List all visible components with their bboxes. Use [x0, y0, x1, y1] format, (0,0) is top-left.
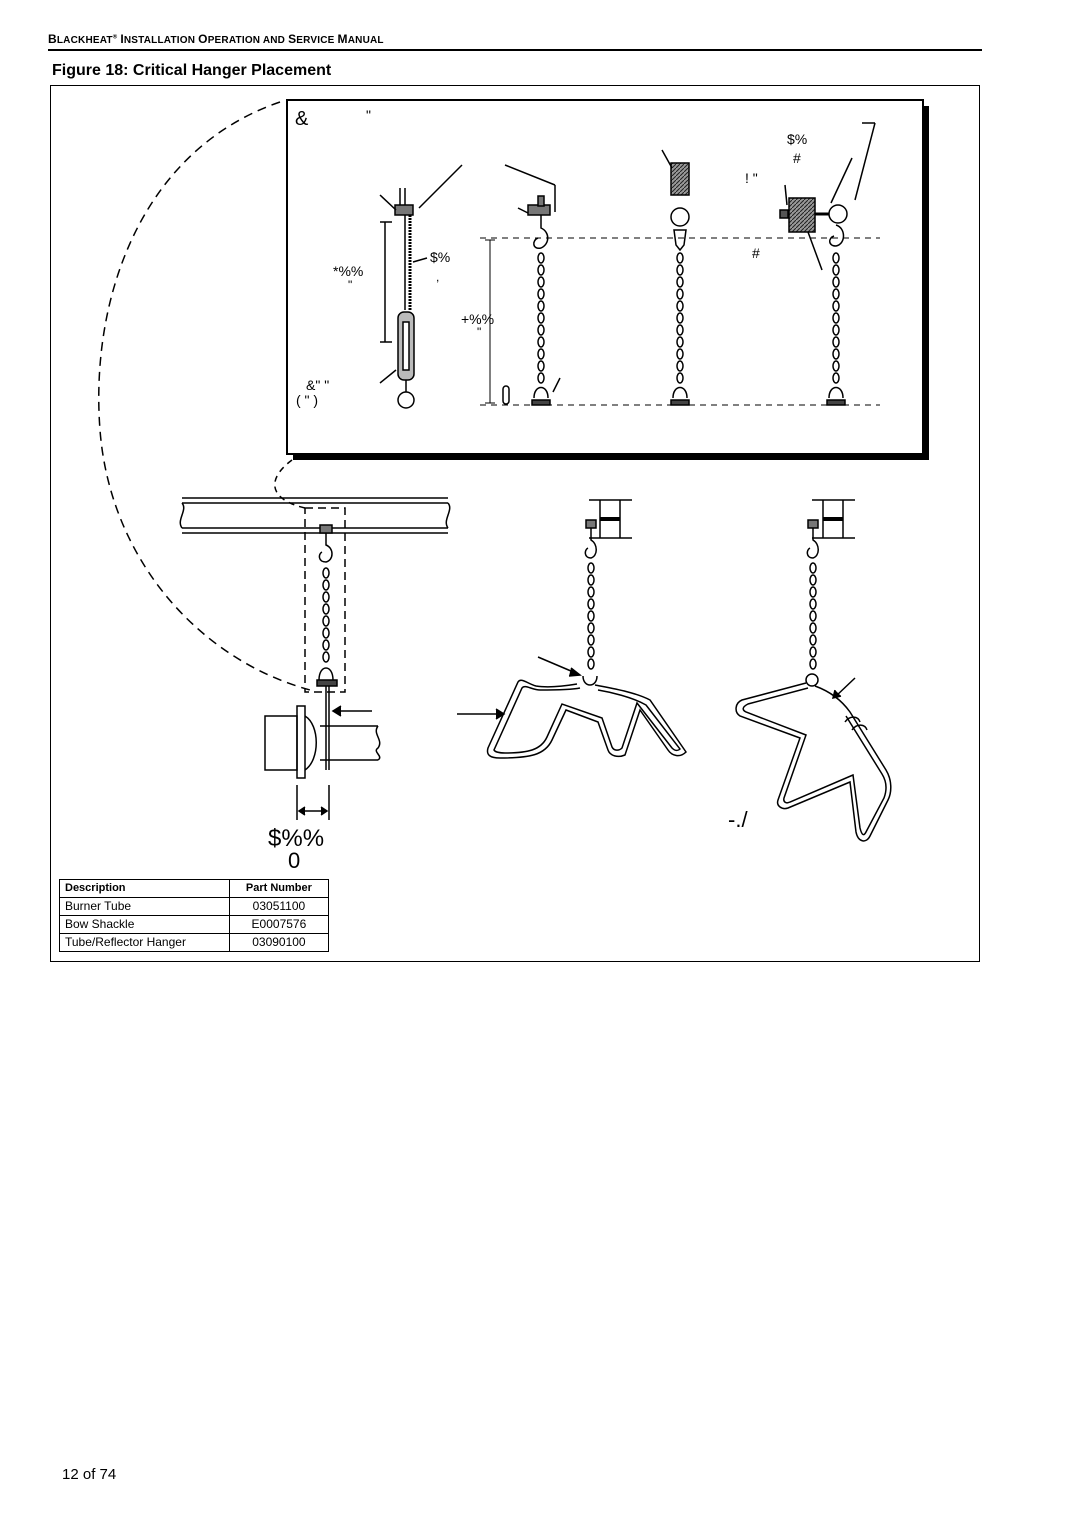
hanger-diagram: & " $% # ! " # $% *%% " , +%% " &" " ( "…: [98, 99, 929, 873]
header-text-operation: PERATION AND: [207, 35, 289, 46]
header-text-installation: NSTALLATION: [123, 35, 199, 46]
vertical-dimension: [485, 239, 495, 404]
middle-chain: [587, 562, 595, 670]
page-number: 12 of 74: [62, 1466, 117, 1483]
header-rule: [48, 49, 982, 51]
row-part-number: E0007576: [228, 915, 330, 934]
detail-box: [286, 99, 929, 460]
reflector-hanger-angled: [735, 673, 892, 842]
column-header-description: Description: [59, 879, 230, 898]
right-chain: [809, 562, 817, 670]
table-row: Tube/Reflector Hanger 03090100: [59, 933, 330, 952]
callout-i: +%%: [461, 311, 494, 327]
dimension-sub-label: 0: [288, 848, 300, 873]
header-initial-o: O: [198, 32, 208, 46]
callout-b: #: [793, 150, 801, 166]
table-row: Burner Tube 03051100: [59, 897, 330, 916]
parts-table-header-row: Description Part Number: [59, 879, 330, 898]
callout-l: ( " ): [296, 392, 318, 408]
header-initial-s: S: [288, 32, 297, 46]
callout-c: ! ": [745, 170, 758, 186]
ceiling-beam: [179, 497, 451, 534]
chain-hanger-1: [504, 164, 556, 249]
table-row: Bow Shackle E0007576: [59, 915, 330, 934]
lower-left-hanger: [316, 524, 338, 687]
right-i-beam: [806, 499, 855, 559]
callout-j: ": [477, 325, 481, 339]
column-header-part-number: Part Number: [228, 879, 330, 898]
detail-callout-box: [304, 507, 346, 693]
row-part-number: 03051100: [228, 897, 330, 916]
turnbuckle-assembly: [379, 164, 463, 409]
callout-k: &" ": [306, 377, 329, 393]
detail-callout-link: [274, 459, 306, 509]
figure-title: Figure 18: Critical Hanger Placement: [52, 62, 332, 79]
header-initial-i: I: [120, 32, 124, 46]
detail-callout-arc: [98, 101, 311, 691]
middle-i-beam: [584, 499, 632, 559]
header-text-service: ERVICE: [296, 35, 338, 46]
callout-h: ,: [436, 270, 439, 284]
reflector-hanger-front: [457, 656, 687, 759]
figure-frame: [50, 85, 980, 962]
manual-header: BLACKHEAT® INSTALLATION OPERATION AND SE…: [48, 32, 384, 46]
right-label: -./: [728, 807, 748, 832]
callout-f: *%%: [333, 263, 363, 279]
detail-label-2: ": [366, 107, 371, 123]
header-initial-b: B: [48, 32, 57, 46]
chain-hanger-2: [661, 149, 690, 252]
detail-label-1: &: [295, 108, 309, 130]
row-description: Tube/Reflector Hanger: [59, 933, 230, 952]
callout-e: $%: [430, 249, 450, 265]
registered-mark: ®: [112, 34, 118, 41]
detail-shackles: [502, 377, 846, 406]
dimension-label: $%%: [268, 825, 324, 852]
callout-a: $%: [787, 131, 807, 147]
header-text-manual: ANUAL: [347, 35, 384, 46]
parts-table: Description Part Number Burner Tube 0305…: [59, 879, 330, 952]
row-part-number: 03090100: [228, 933, 330, 952]
row-description: Burner Tube: [59, 897, 230, 916]
header-text-blackheat: LACKHEAT: [56, 35, 113, 46]
callout-d: #: [752, 245, 760, 261]
callout-g: ": [348, 278, 352, 292]
chain-hanger-3: [779, 122, 876, 271]
header-initial-m: M: [337, 32, 348, 46]
row-description: Bow Shackle: [59, 915, 230, 934]
burner-tube: [264, 686, 381, 820]
